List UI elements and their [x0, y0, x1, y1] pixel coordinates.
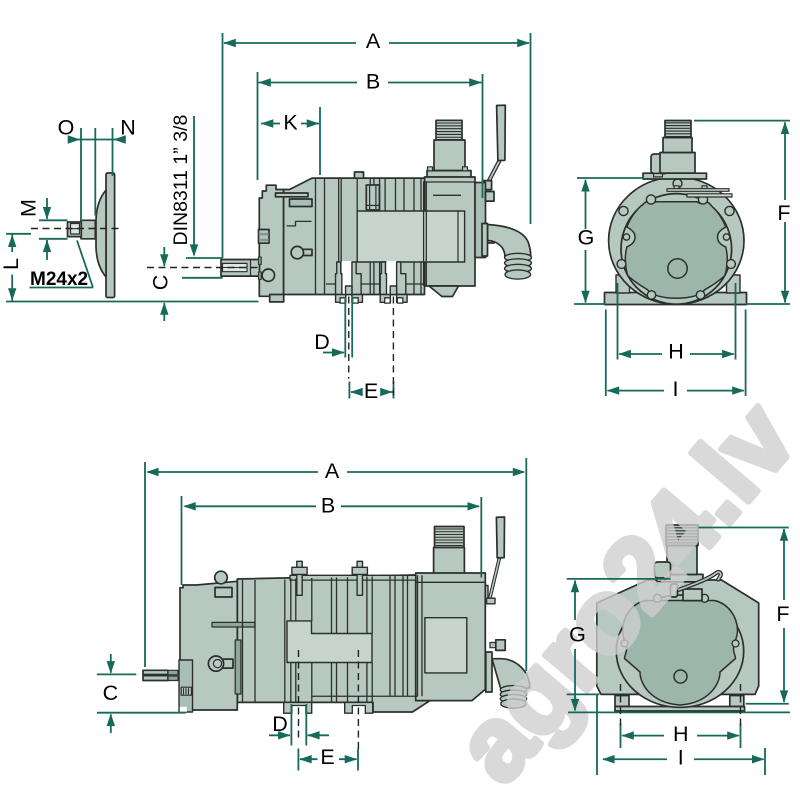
- svg-text:D: D: [272, 712, 288, 736]
- svg-text:N: N: [120, 116, 136, 140]
- svg-text:O: O: [58, 116, 75, 140]
- svg-text:M: M: [17, 199, 41, 217]
- svg-text:E: E: [364, 379, 378, 403]
- svg-text:C: C: [103, 681, 119, 705]
- svg-text:K: K: [283, 111, 298, 135]
- svg-text:B: B: [366, 70, 380, 94]
- svg-text:F: F: [777, 201, 790, 225]
- svg-text:C: C: [148, 275, 172, 291]
- svg-text:M24x2: M24x2: [30, 269, 88, 290]
- svg-text:H: H: [668, 340, 684, 364]
- svg-text:B: B: [321, 494, 335, 518]
- svg-text:A: A: [366, 29, 381, 53]
- svg-text:E: E: [320, 745, 334, 769]
- svg-text:G: G: [578, 226, 595, 250]
- svg-text:I: I: [678, 746, 684, 770]
- svg-text:D: D: [314, 330, 330, 354]
- svg-text:G: G: [569, 623, 586, 647]
- svg-text:I: I: [673, 377, 679, 401]
- svg-text:L: L: [0, 258, 23, 270]
- svg-text:F: F: [776, 602, 789, 626]
- svg-text:DIN8311 1” 3/8: DIN8311 1” 3/8: [170, 115, 192, 246]
- svg-text:H: H: [673, 722, 689, 746]
- svg-text:A: A: [325, 459, 340, 483]
